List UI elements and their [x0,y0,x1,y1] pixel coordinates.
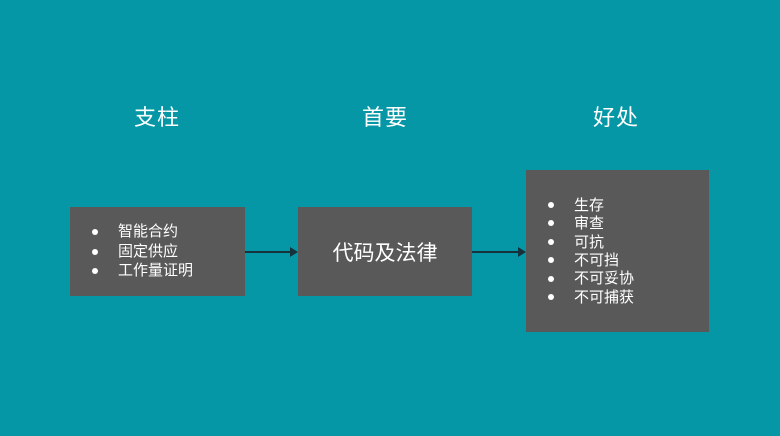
arrow-shaft [245,251,291,253]
pillars-box: 智能合约 固定供应 工作量证明 [70,207,245,296]
benefits-list-item: 不可挡 [548,251,634,269]
pillars-list-item: 工作量证明 [92,261,193,281]
benefits-list-item: 不可捕获 [548,288,634,306]
primary-box: 代码及法律 [298,207,472,296]
benefits-list-item: 可抗 [548,233,634,251]
benefits-list-item: 审查 [548,214,634,232]
pillars-list-item: 智能合约 [92,222,193,242]
pillars-list: 智能合约 固定供应 工作量证明 [70,222,193,281]
column-header-pillars: 支柱 [133,106,180,131]
benefits-list-item: 生存 [548,196,634,214]
column-header-benefits: 好处 [592,106,639,131]
benefits-list: 生存 审查 可抗 不可挡 不可妥协 不可捕获 [526,196,634,306]
benefits-box: 生存 审查 可抗 不可挡 不可妥协 不可捕获 [526,170,709,332]
arrow-shaft [472,251,519,253]
arrowhead-right-icon [518,247,526,257]
primary-box-label: 代码及法律 [332,240,438,265]
arrowhead-right-icon [290,247,298,257]
pillars-list-item: 固定供应 [92,242,193,262]
column-header-primary: 首要 [361,106,408,131]
benefits-list-item: 不可妥协 [548,269,634,287]
